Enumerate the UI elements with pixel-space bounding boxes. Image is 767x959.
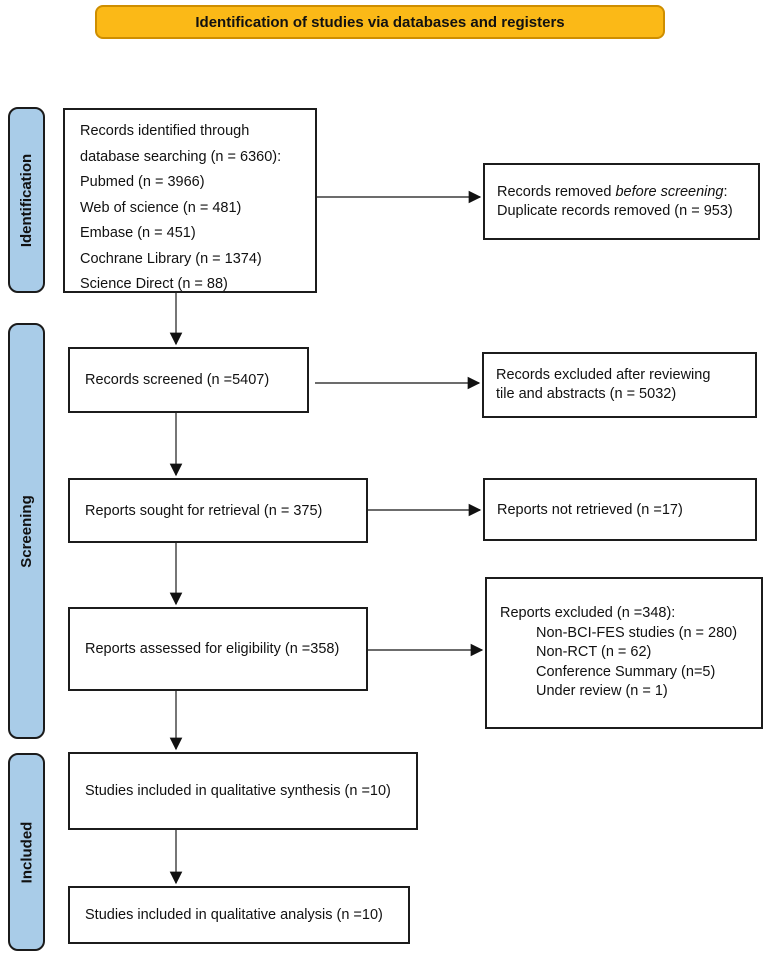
records-identified-line: database searching (n = 6360): — [80, 148, 282, 165]
box-records-excluded-reviewing: Records excluded after reviewing tile an… — [482, 352, 757, 418]
box-reports-sought: Reports sought for retrieval (n = 375) — [68, 478, 368, 543]
stage-label-identification: Identification — [8, 107, 45, 293]
records-identified-line: Pubmed (n = 3966) — [80, 174, 205, 190]
records-removed-line1: Records removed before screening: — [497, 183, 728, 200]
stage-label-screening: Screening — [8, 323, 45, 739]
box-studies-analysis: Studies included in qualitative analysis… — [68, 886, 410, 944]
box-reports-excluded: Reports excluded (n =348): Non-BCI-FES s… — [485, 577, 763, 729]
reports-excluded-title: Reports excluded (n =348): — [500, 605, 676, 622]
records-identified-line: Embase (n = 451) — [80, 225, 196, 241]
records-identified-line: Records identified through — [80, 123, 250, 139]
box-records-screened: Records screened (n =5407) — [68, 347, 309, 413]
box-records-identified: Records identified through database sear… — [63, 108, 317, 293]
stage-label-included: Included — [8, 753, 45, 951]
records-removed-italic: before screening — [615, 183, 724, 200]
reports-excluded-item: Conference Summary (n=5) — [536, 663, 716, 680]
box-reports-assessed: Reports assessed for eligibility (n =358… — [68, 607, 368, 691]
reports-excluded-item: Non-BCI-FES studies (n = 280) — [536, 624, 738, 641]
title-banner: Identification of studies via databases … — [95, 5, 665, 39]
records-identified-line: Science Direct (n = 88) — [80, 276, 228, 292]
box-reports-not-retrieved: Reports not retrieved (n =17) — [483, 478, 757, 541]
records-identified-line: Web of science (n = 481) — [80, 199, 242, 216]
records-identified-line: Cochrane Library (n = 1374) — [80, 250, 262, 267]
reports-excluded-item: Non-RCT (n = 62) — [536, 644, 652, 661]
records-removed-line2: Duplicate records removed (n = 953) — [497, 202, 733, 219]
title-banner-label: Identification of studies via databases … — [195, 13, 565, 31]
reports-excluded-item: Under review (n = 1) — [536, 683, 668, 700]
box-records-removed: Records removed before screening: Duplic… — [483, 163, 760, 240]
box-studies-synthesis: Studies included in qualitative synthesi… — [68, 752, 418, 830]
